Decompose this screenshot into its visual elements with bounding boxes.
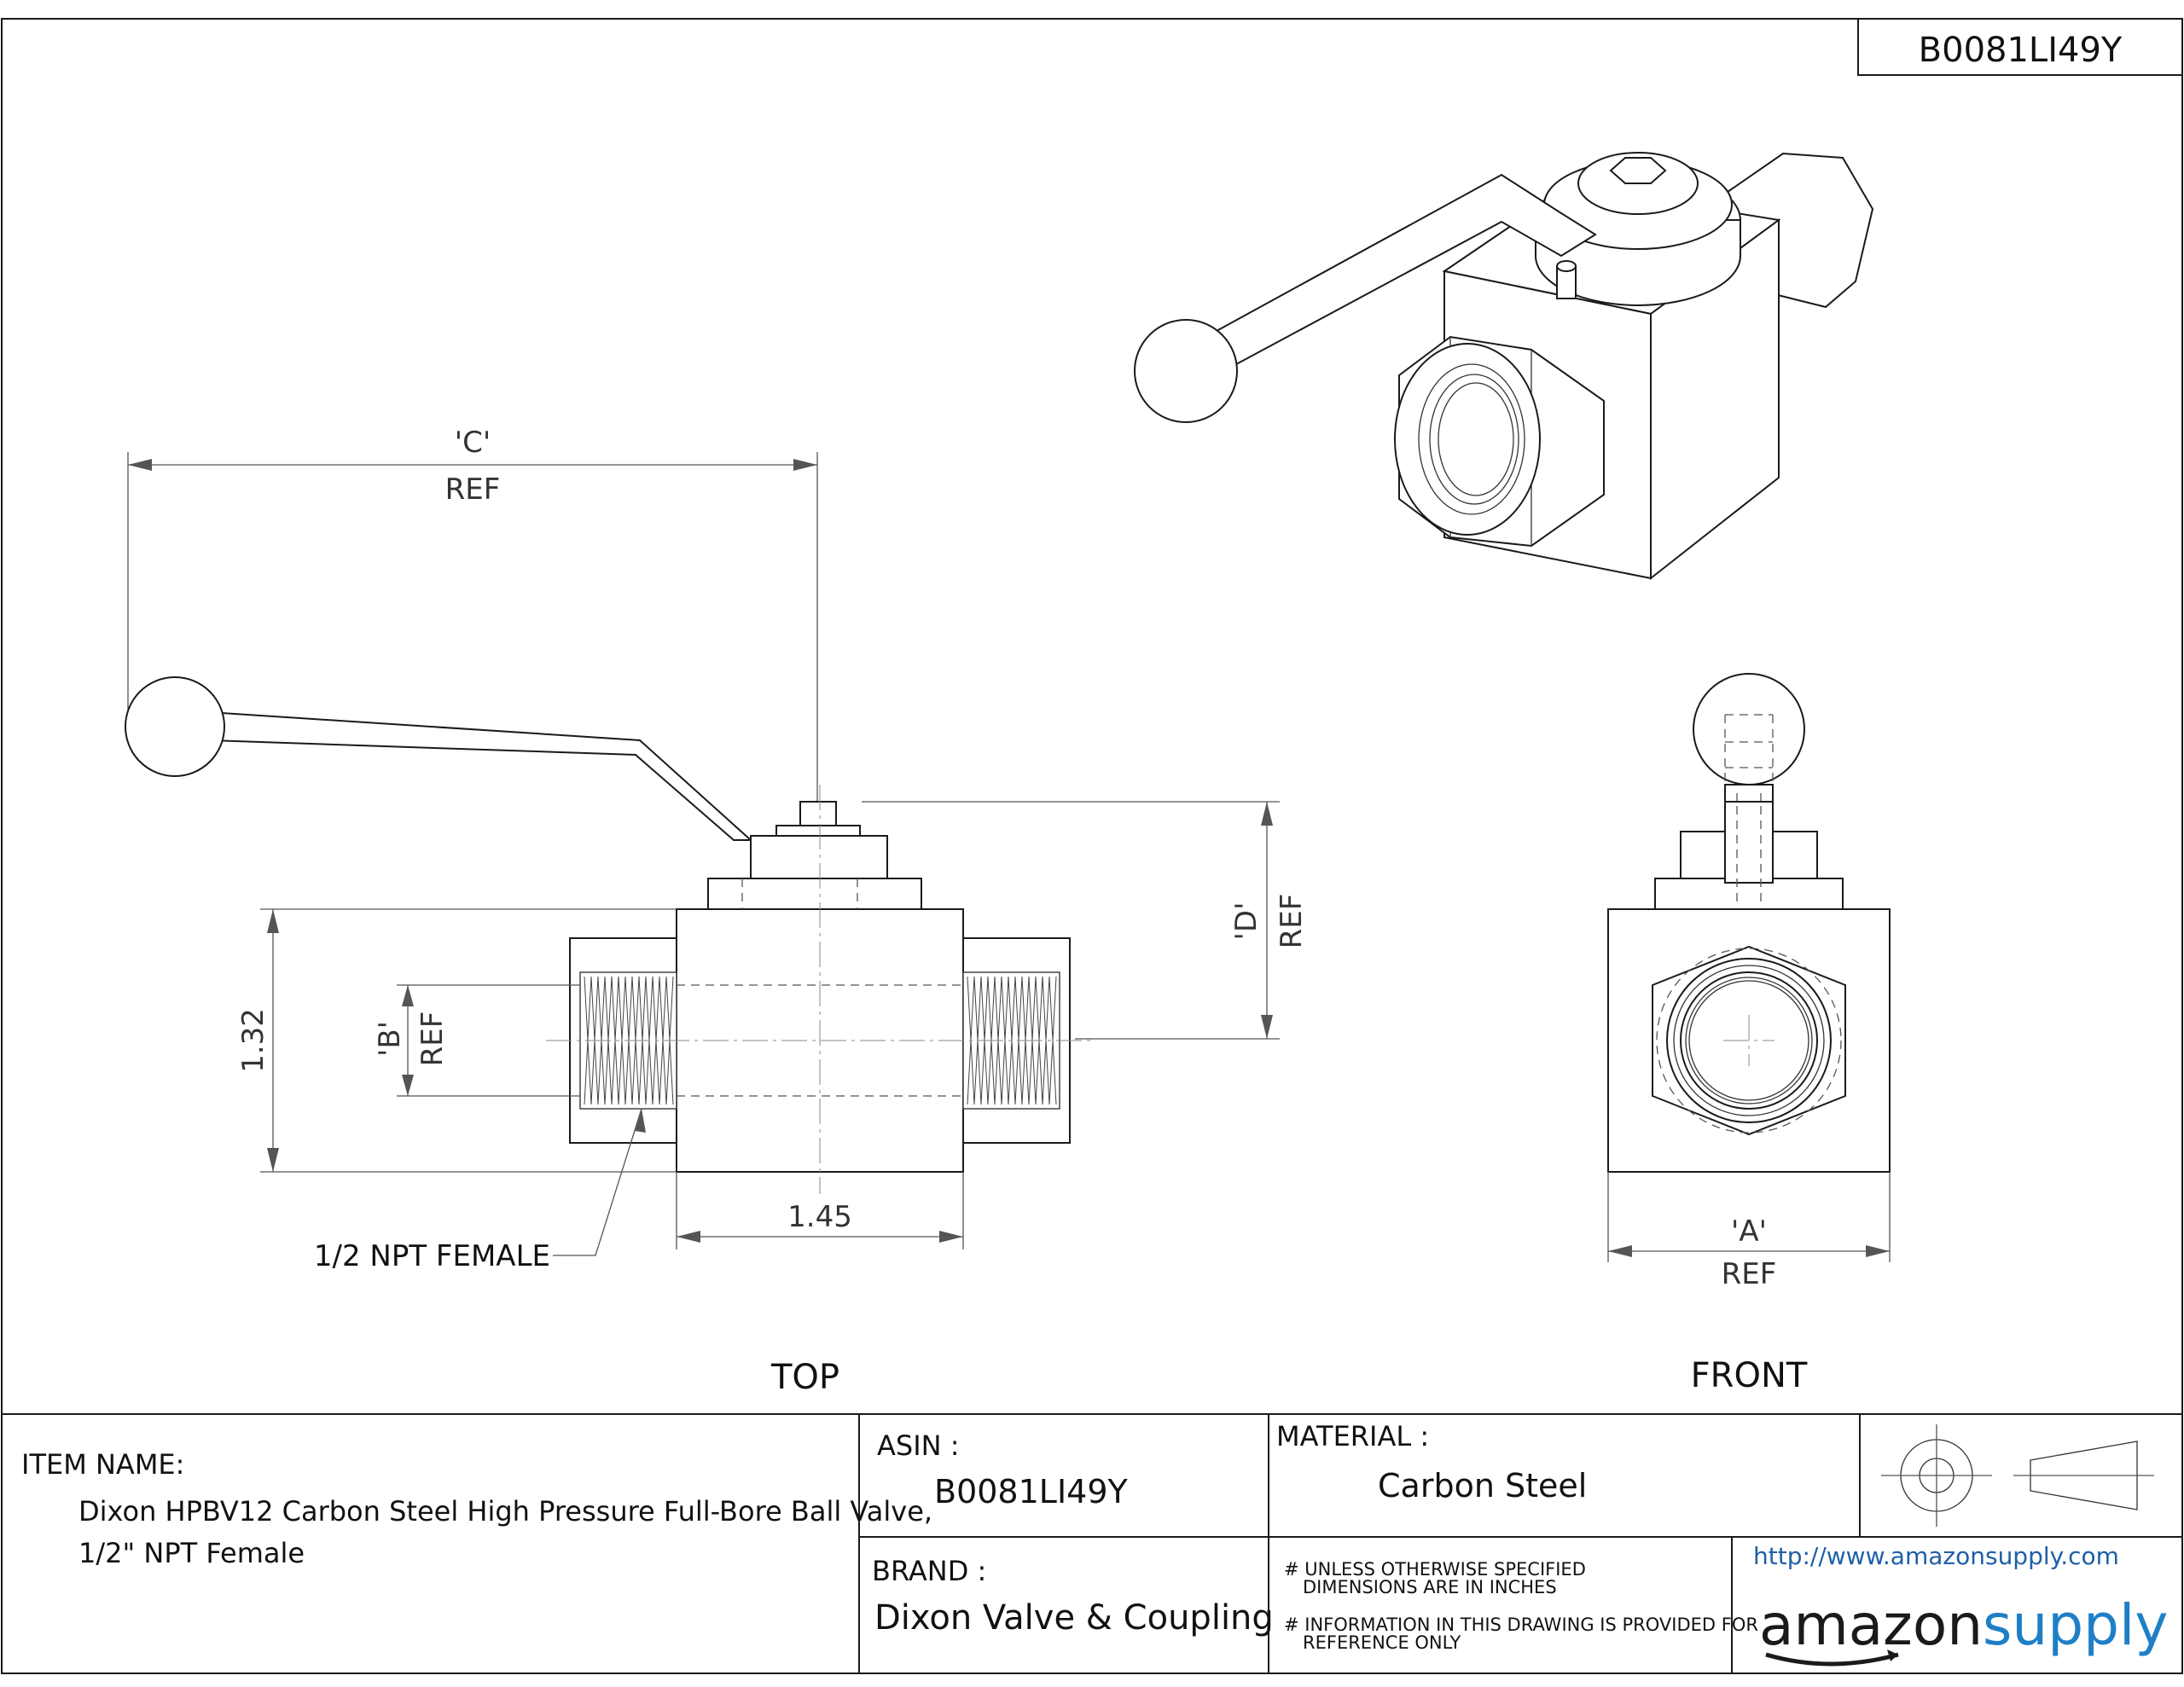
asin-label: ASIN : [877,1429,960,1462]
note-units-2: DIMENSIONS ARE IN INCHES [1303,1577,1557,1597]
website-link[interactable]: http://www.amazonsupply.com [1753,1542,2119,1570]
dim-b-ref: REF [415,1012,450,1067]
sheet-border [1,18,2183,1674]
amazon-supply-logo: amazonsupply [1759,1592,2168,1667]
dim-c-label: 'C' [455,426,491,460]
part-number: B0081LI49Y [1919,31,2123,70]
dim-d-label: 'D' [1229,902,1263,941]
brand-value: Dixon Valve & Coupling [874,1598,1274,1638]
dim-d-ref: REF [1275,894,1309,949]
isometric-view [1134,152,1874,581]
projection-symbol [1881,1424,2154,1527]
item-name-line2: 1/2" NPT Female [78,1537,305,1569]
item-name-line1: Dixon HPBV12 Carbon Steel High Pressure … [78,1495,932,1528]
dim-b-label: 'B' [373,1021,407,1057]
top-view: 'C' REF [125,426,1309,1397]
note-units-1: # UNLESS OTHERWISE SPECIFIED [1284,1559,1586,1580]
front-view: 'A' REF FRONT [1607,673,1891,1395]
logo-supply: supply [1983,1592,2168,1658]
title-block: ITEM NAME: Dixon HPBV12 Carbon Steel Hig… [2,1413,2182,1673]
logo-amazon: amazon [1759,1592,1983,1658]
brand-label: BRAND : [872,1555,986,1587]
note-reference-2: REFERENCE ONLY [1303,1632,1461,1653]
asin-value: B0081LI49Y [934,1473,1129,1510]
dim-width: 1.45 [787,1200,852,1234]
item-name-label: ITEM NAME: [21,1448,184,1481]
part-number-box: B0081LI49Y [1857,18,2183,76]
thread-callout: 1/2 NPT FEMALE [314,1239,550,1273]
svg-text:amazonsupply: amazonsupply [1759,1592,2168,1658]
note-reference-1: # INFORMATION IN THIS DRAWING IS PROVIDE… [1284,1615,1758,1635]
material-value: Carbon Steel [1378,1467,1587,1504]
material-label: MATERIAL : [1276,1420,1429,1452]
dim-a-ref: REF [1722,1257,1777,1291]
dim-c-ref: REF [445,472,501,507]
top-view-label: TOP [770,1358,839,1397]
dim-height: 1.32 [236,1008,270,1073]
logo-smile-icon [1765,1652,1899,1667]
front-view-label: FRONT [1691,1356,1808,1395]
dim-a-label: 'A' [1731,1215,1767,1249]
